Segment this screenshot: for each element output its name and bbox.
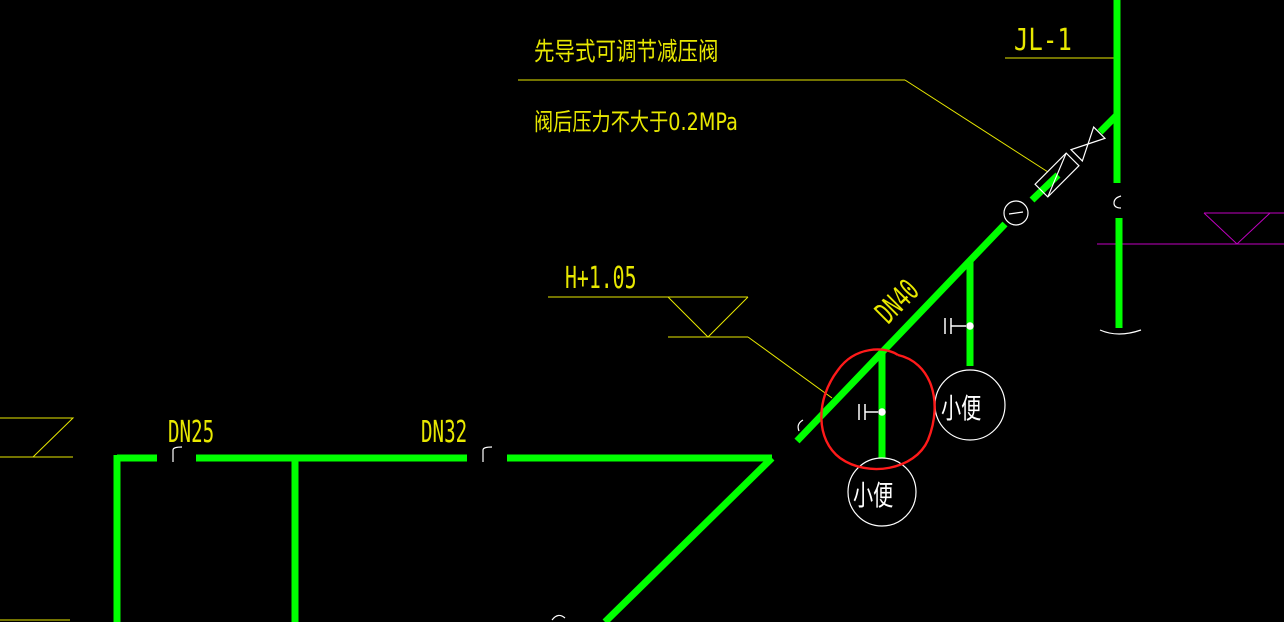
- flush-valve-icon[interactable]: [858, 404, 886, 420]
- leader-lines: [0, 57, 1115, 621]
- lower-diagonal-pipe[interactable]: [602, 455, 775, 622]
- valve-name-label: 先导式可调节减压阀: [534, 38, 718, 66]
- elevation-label: H+1.05: [565, 260, 636, 295]
- urinal-label-1: 小便: [853, 479, 893, 512]
- elevation-triangle-icon: [667, 296, 749, 338]
- riser-label: JL-1: [1014, 23, 1072, 57]
- fixture-labels: 小便 小便: [853, 392, 981, 512]
- elevation-leader: [747, 336, 833, 399]
- pipes: [113, 0, 1123, 622]
- floor-reference: [1097, 212, 1284, 245]
- urinal-fixture-1[interactable]: [847, 457, 917, 527]
- valve-callout-leader: [904, 79, 1049, 173]
- pipe-dn25-label: DN25: [168, 415, 214, 450]
- riser-bottom-cap: [1099, 329, 1142, 335]
- dn32-break-mark: [482, 446, 493, 462]
- red-circle-markup: [820, 348, 936, 471]
- left-elevation-triangle-icon: [0, 417, 75, 458]
- gate-valve-icon[interactable]: [1069, 125, 1107, 163]
- pressure-gauge-icon[interactable]: [1003, 200, 1029, 226]
- urinal-label-2: 小便: [941, 392, 981, 425]
- valve-note-label: 阀后压力不大于0.2MPa: [534, 109, 738, 137]
- diagonal-break-mark: [797, 419, 804, 432]
- dn25-break-mark: [172, 446, 183, 462]
- flush-valve-icon[interactable]: [944, 318, 974, 334]
- pipe-break-marks: [172, 195, 1142, 621]
- reducing-valve-icon[interactable]: [1034, 152, 1080, 198]
- dn40-pipe-upper[interactable]: [1029, 172, 1061, 203]
- annotation-texts: 先导式可调节减压阀 阀后压力不大于0.2MPa JL-1 H+1.05 DN25…: [168, 23, 1072, 449]
- valve-assembly[interactable]: [1003, 125, 1107, 226]
- dn40-pipe[interactable]: [794, 221, 1008, 444]
- floor-triangle-sides: [1203, 212, 1271, 245]
- pipe-dn32-label: DN32: [421, 415, 467, 450]
- pipe-dn40-label: DN40: [869, 273, 926, 330]
- riser-branch-pipe[interactable]: [1097, 112, 1120, 135]
- riser-break-mark: [1113, 195, 1122, 209]
- bottom-break-mark: [551, 614, 566, 621]
- flush-valves: [858, 318, 974, 420]
